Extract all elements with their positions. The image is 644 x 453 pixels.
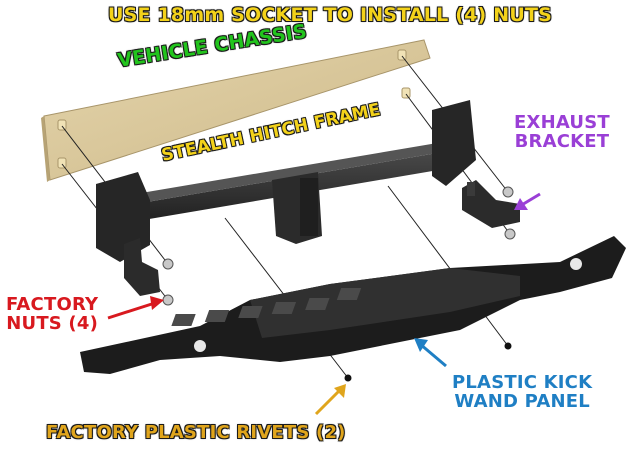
factory-nuts-label: FACTORY NUTS (4) (6, 294, 99, 334)
vehicle-chassis-panel (41, 39, 431, 182)
plastic-kick-wand-panel-label: PLASTIC KICK WAND PANEL (452, 372, 593, 412)
factory-rivets-label: FACTORY PLASTIC RIVETS (2) (46, 422, 346, 443)
factory-nuts-label-line1: FACTORY (6, 294, 99, 315)
bolt-stud-icon (57, 49, 411, 169)
nut-icon (162, 186, 516, 306)
page-title: USE 18mm SOCKET TO INSTALL (4) NUTS (108, 4, 552, 26)
exhaust-bracket-label-line2: BRACKET (514, 130, 610, 152)
exhaust-bracket-label-line1: EXHAUST (514, 112, 610, 133)
rivet-icon (344, 342, 512, 382)
exhaust-bracket-label: EXHAUST BRACKET (514, 112, 610, 152)
left-bracket (124, 238, 160, 296)
arrow-icon (107, 192, 541, 416)
plastic-kick-label-line1: PLASTIC KICK (452, 372, 593, 393)
plastic-kick-wand-panel (80, 236, 626, 374)
plastic-kick-label-line2: WAND PANEL (454, 390, 590, 412)
exhaust-bracket (462, 180, 520, 228)
factory-nuts-label-line2: NUTS (4) (6, 312, 99, 334)
